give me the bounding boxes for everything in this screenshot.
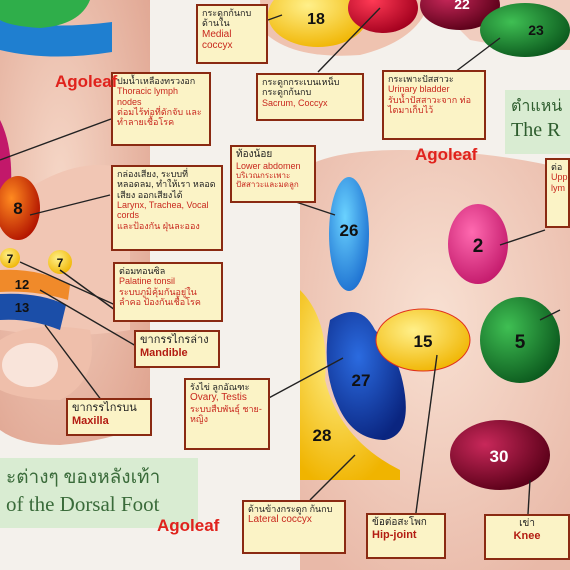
zone-28 [300, 290, 400, 480]
watermark-3: Agoleaf [157, 516, 220, 535]
zone-2 [448, 204, 508, 284]
watermark-2: Agoleaf [415, 145, 478, 164]
label-lower-abdomen: ท้องน้อย Lower abdomen บริเวณกระเพาะ ปัส… [230, 145, 316, 203]
number-28: 28 [313, 426, 332, 445]
number-7b: 7 [57, 256, 64, 270]
title-right-thai: ตำแหน่ [511, 98, 563, 115]
title-dorsal-english: of the Dorsal Foot [6, 492, 160, 516]
label-sacrum-coccyx: กระดูกกระเบนเหน็บ กระดูกก้นกบ Sacrum, Co… [256, 73, 364, 121]
zone-30 [450, 420, 550, 490]
zone-23 [480, 3, 570, 57]
label-ovary-testis: รังไข่ ลูกอัณฑะ Ovary, Testis ระบบสืบพัน… [184, 378, 270, 450]
title-right-english: The R [511, 119, 561, 141]
band-green [0, 0, 90, 28]
zone-13 [0, 293, 66, 330]
number-26: 26 [340, 221, 359, 240]
number-27: 27 [352, 371, 371, 390]
zone-5 [480, 297, 560, 383]
label-urinary-bladder: กระเพาะปัสสาวะ Urinary bladder รับน้ำปัส… [382, 70, 486, 140]
zone-7b [48, 250, 72, 274]
label-mandible: ขากรรไกรล่าง Mandible [134, 330, 220, 368]
zone-7a [0, 248, 20, 268]
zone-26 [329, 177, 369, 291]
number-12: 12 [15, 277, 29, 292]
label-lateral-coccyx: ด้านข้างกระดูก ก้นกบ Lateral coccyx [242, 500, 346, 554]
number-7a: 7 [7, 252, 14, 266]
number-30: 30 [490, 447, 509, 466]
title-dorsal-foot: ะต่างๆ ของหลังเท้า of the Dorsal Foot [0, 458, 198, 528]
zone-8 [0, 176, 40, 240]
number-18: 18 [307, 11, 325, 28]
number-2: 2 [473, 236, 484, 257]
number-22: 22 [454, 0, 470, 12]
label-palatine-tonsil: ต่อมทอนซิล Palatine tonsil ระบบภูมิคุ้มก… [113, 262, 223, 322]
band-top-left [0, 20, 112, 57]
label-upper-lymph: ต่อ Upp lym [545, 158, 570, 228]
label-medial-coccyx: กระดูกก้นกบ ด้านใน Medial coccyx [196, 4, 268, 64]
label-maxilla: ขากรรไกรบน Maxilla [66, 398, 152, 436]
title-right: ตำแหน่ The R [505, 90, 570, 154]
number-8: 8 [13, 199, 22, 218]
number-15: 15 [414, 332, 433, 351]
label-larynx: กล่องเสียง, ระบบที่ หลอดลม, ทำให้เรา หลอ… [111, 165, 223, 251]
number-13: 13 [15, 300, 29, 315]
label-knee: เข่า Knee [484, 514, 570, 560]
label-thoracic-lymph: ปมน้ำเหลืองทรวงอก Thoracic lymph nodes ต… [111, 72, 211, 146]
title-dorsal-thai: ะต่างๆ ของหลังเท้า [6, 467, 161, 488]
zone-18 [268, 0, 368, 47]
zone-22 [420, 0, 500, 30]
zone-red-top [348, 0, 418, 33]
number-23: 23 [528, 22, 544, 38]
watermark-1: Agoleaf [55, 72, 118, 91]
leader-lines [0, 7, 561, 521]
number-5: 5 [515, 332, 526, 353]
zone-15 [375, 308, 471, 372]
label-hip-joint: ข้อต่อสะโพก Hip-joint [366, 513, 446, 559]
